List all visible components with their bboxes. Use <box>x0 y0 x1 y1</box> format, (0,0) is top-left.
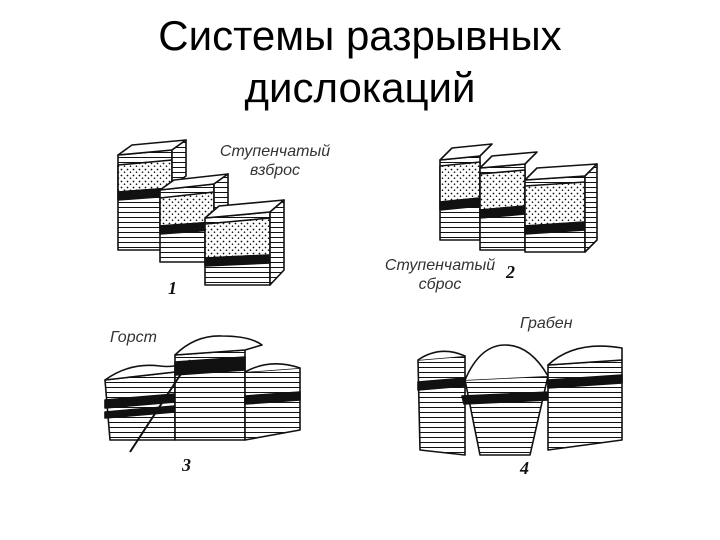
caption-figure-1: Ступенчатый взброс <box>200 142 350 180</box>
figure-4-number: 4 <box>520 458 529 478</box>
caption-figure-4: Грабен <box>520 315 573 332</box>
figure-4-graben <box>417 344 623 456</box>
slide-title: Системы разрывных дислокаций <box>0 10 720 114</box>
caption-figure-2-line-1: Ступенчатый <box>384 257 496 274</box>
caption-figure-1-line-1: Ступенчатый <box>219 143 331 160</box>
title-line-2: дислокаций <box>244 64 476 111</box>
figure-2-stepped-normal-fault <box>439 143 598 253</box>
figure-1-stepped-reverse-fault <box>117 139 285 286</box>
figure-3-horst <box>104 335 301 453</box>
figure-3-number: 3 <box>182 455 191 475</box>
figure-2-number: 2 <box>506 262 515 282</box>
caption-figure-2: Ступенчатый сброс <box>370 256 510 294</box>
caption-figure-2-line-2: сброс <box>418 276 462 293</box>
caption-figure-3: Горст <box>110 329 157 346</box>
title-line-1: Системы разрывных <box>158 12 562 59</box>
caption-figure-1-line-2: взброс <box>249 162 301 179</box>
figure-1-number: 1 <box>168 278 177 298</box>
